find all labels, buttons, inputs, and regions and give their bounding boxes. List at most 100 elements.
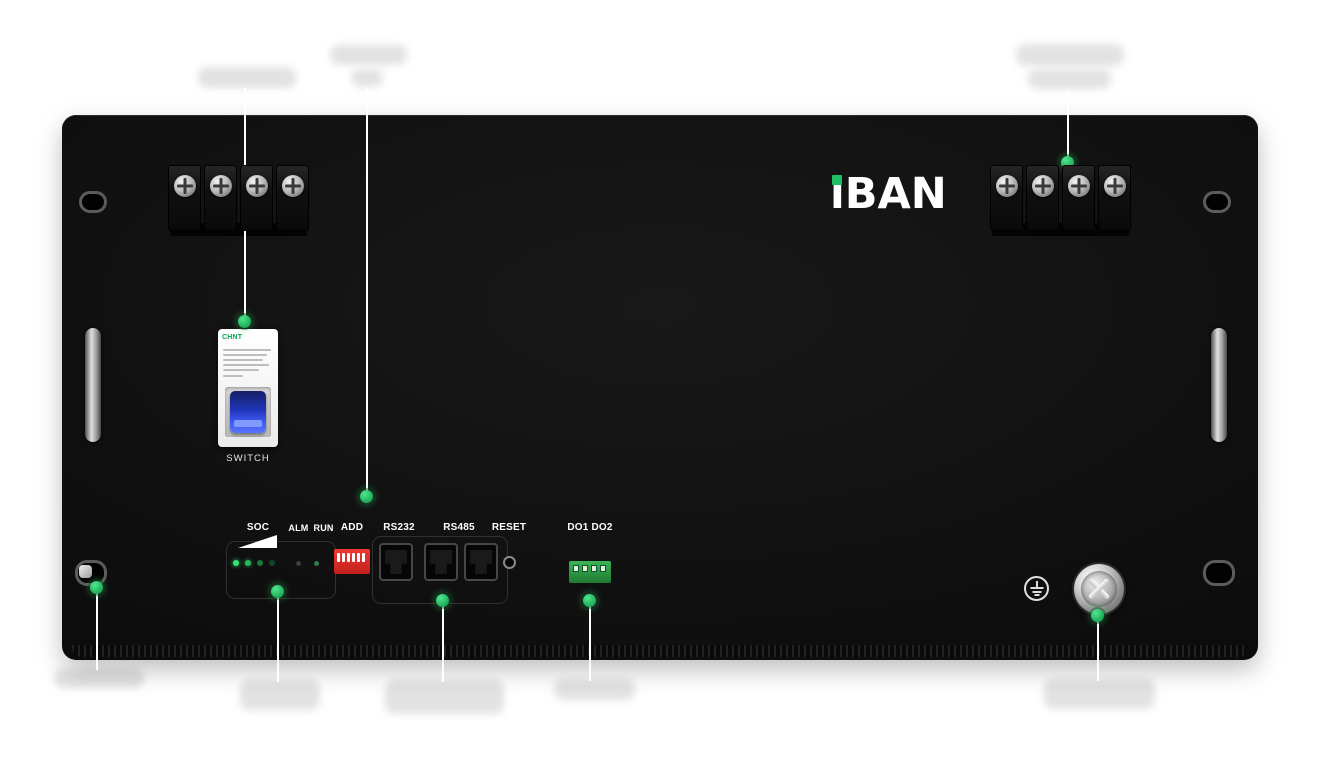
callout-dot-soc — [271, 585, 284, 598]
alm-led — [296, 561, 301, 566]
ground-stem — [1035, 581, 1038, 587]
terminal-block-right — [990, 165, 1131, 236]
terminal-cell — [168, 165, 201, 231]
breaker-spec-line — [223, 359, 263, 361]
terminal-screw-icon — [281, 175, 304, 197]
soc-led-1 — [233, 560, 239, 566]
rs485-label: RS485 — [443, 522, 475, 533]
alm-label: ALM — [288, 523, 309, 533]
brand-logo-text: iBAN — [830, 169, 947, 219]
callout-label-breaker — [198, 67, 296, 88]
terminal-cell — [1098, 165, 1131, 231]
address-dip-switch — [334, 549, 370, 574]
battery-front-panel: iBAN CHNT SWITCH SOC ALM RUN ADD RS232 R… — [62, 115, 1258, 660]
dip-toggle — [342, 553, 345, 562]
do-label: DO1 DO2 — [567, 522, 613, 533]
ground-symbol-icon — [1024, 576, 1049, 601]
callout-label-terminal-line1 — [1016, 44, 1124, 66]
circuit-breaker: CHNT — [218, 329, 278, 447]
dip-toggle — [347, 553, 350, 562]
callout-dot-breaker — [238, 315, 251, 328]
terminal-screw-icon — [1031, 175, 1054, 197]
callout-dot-power-button — [1091, 609, 1104, 622]
soc-label: SOC — [246, 522, 270, 533]
rj45-jack-icon — [385, 550, 407, 574]
breaker-spec-line — [223, 364, 269, 366]
logo-green-dot-icon — [832, 175, 842, 185]
soc-led-3 — [257, 560, 263, 566]
soc-led-2 — [245, 560, 251, 566]
brand-logo: iBAN — [830, 173, 947, 219]
mount-slot-bottom-right — [1203, 560, 1235, 586]
terminal-screw-icon — [1067, 175, 1090, 197]
rs232-label: RS232 — [383, 522, 415, 533]
callout-line-comm-ports — [442, 601, 444, 682]
dip-toggle — [357, 553, 360, 562]
terminal-cell — [990, 165, 1023, 231]
callout-line-soc — [277, 592, 279, 682]
power-button — [1074, 564, 1124, 614]
reset-label: RESET — [491, 522, 527, 533]
callout-label-mount — [54, 669, 144, 688]
ground-bar-1 — [1030, 587, 1043, 589]
do-terminal-connector — [569, 561, 611, 583]
ground-bar-2 — [1032, 590, 1041, 593]
terminal-cell — [204, 165, 237, 231]
rj45-jack-icon — [470, 550, 492, 574]
terminal-cell — [276, 165, 309, 231]
breaker-brand-text: CHNT — [222, 334, 243, 341]
add-label: ADD — [340, 522, 364, 533]
callout-dot-dry-contact — [583, 594, 596, 607]
terminal-screw-icon — [1103, 175, 1126, 197]
terminal-block-left — [168, 165, 309, 236]
callout-line-dry-contact — [589, 601, 591, 681]
reset-button — [503, 556, 516, 569]
soc-led-4 — [269, 560, 275, 566]
handle-left — [85, 328, 101, 442]
rj45-jack-icon — [430, 550, 452, 574]
do-terminal-slot — [591, 565, 597, 572]
callout-dot-comm-ports — [436, 594, 449, 607]
terminal-screw-icon — [995, 175, 1018, 197]
callout-dot-dip-switch — [360, 490, 373, 503]
rs232-port — [379, 543, 413, 581]
breaker-spec-line — [223, 354, 267, 356]
callout-line-terminal — [1067, 91, 1069, 163]
terminal-cell — [1026, 165, 1059, 231]
terminal-screw-icon — [245, 175, 268, 197]
handle-right — [1211, 328, 1227, 442]
dip-toggle — [352, 553, 355, 562]
breaker-spec-line — [223, 375, 243, 377]
mount-bolt-bottom-left — [79, 565, 92, 578]
breaker-spec-line — [223, 369, 259, 371]
callout-label-dip-switch-line1 — [330, 45, 407, 65]
callout-line-dip-switch — [366, 88, 368, 498]
terminal-screw-icon — [173, 175, 196, 197]
terminal-cell — [1062, 165, 1095, 231]
run-led — [314, 561, 319, 566]
callout-label-terminal-line2 — [1028, 69, 1111, 89]
callout-label-power-button — [1044, 679, 1155, 709]
terminal-screw-icon — [209, 175, 232, 197]
do-terminal-slot — [582, 565, 588, 572]
callout-line-power-button — [1097, 616, 1099, 681]
breaker-spec-line — [223, 349, 271, 351]
callout-dot-mount — [90, 581, 103, 594]
run-label: RUN — [313, 523, 334, 533]
vent-strip — [72, 645, 1248, 657]
dip-toggle — [362, 553, 365, 562]
ground-bar-3 — [1034, 594, 1039, 596]
callout-label-dip-switch-line2 — [351, 69, 383, 87]
switch-caption: SWITCH — [226, 453, 270, 464]
callout-label-soc — [240, 680, 320, 710]
callout-label-dry-contact — [554, 679, 635, 700]
callout-label-comm-ports — [385, 680, 504, 714]
do-terminal-slot — [573, 565, 579, 572]
terminal-cell — [240, 165, 273, 231]
dip-toggle — [337, 553, 340, 562]
rs485-port-2 — [464, 543, 498, 581]
breaker-toggle-handle — [230, 391, 266, 433]
mount-slot-top-left — [79, 191, 107, 213]
rs485-port-1 — [424, 543, 458, 581]
do-terminal-slot — [600, 565, 606, 572]
